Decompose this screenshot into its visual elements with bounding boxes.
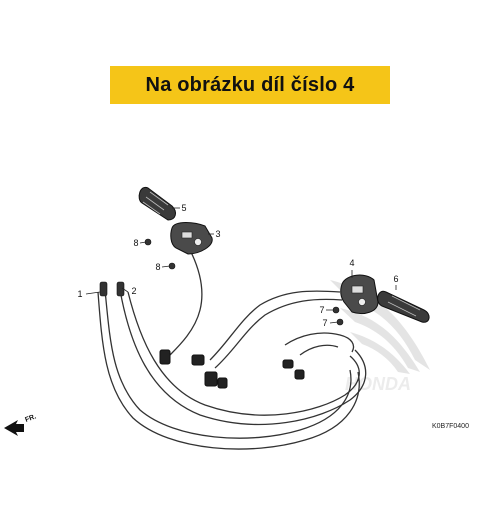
throttle-cable-outer	[104, 289, 352, 439]
callout-4: 4	[349, 258, 354, 268]
right-branch-cable-2	[299, 344, 339, 356]
connector-f	[294, 369, 305, 380]
leader-8b	[161, 265, 171, 268]
right-grip-pattern	[387, 295, 421, 317]
part-number-banner: Na obrázku díl číslo 4	[110, 66, 390, 104]
front-marker: FR.	[4, 413, 37, 436]
callout-2: 2	[131, 286, 136, 296]
leader-7b	[329, 321, 339, 324]
main-harness-inner	[214, 298, 343, 369]
right-switch-body	[340, 274, 379, 315]
right-switch-button	[351, 285, 364, 294]
left-grip-pattern	[142, 191, 169, 215]
leader-8a	[139, 241, 147, 244]
leader-1	[85, 291, 101, 295]
callout-7a: 7	[319, 305, 324, 315]
leader-lines	[85, 207, 397, 324]
left-switch-knob	[194, 238, 202, 246]
callout-8a: 8	[133, 238, 138, 248]
clutch-cable-inner	[127, 291, 360, 416]
connector-b	[191, 354, 205, 366]
left-switch-housing	[170, 222, 213, 255]
cables	[97, 249, 367, 450]
callout-3: 3	[215, 229, 220, 239]
honda-wing-logo	[330, 280, 430, 374]
banner-text: Na obrázku díl číslo 4	[145, 73, 355, 96]
left-grip	[138, 186, 176, 221]
front-arrow-icon	[4, 420, 24, 436]
callout-8b: 8	[155, 262, 160, 272]
right-branch-cable	[284, 332, 355, 353]
right-switch-knob	[358, 298, 366, 306]
right-grip	[377, 290, 430, 323]
connectors	[159, 349, 305, 389]
right-grip-body	[377, 290, 430, 323]
callout-1: 1	[77, 289, 82, 299]
leader-2	[121, 287, 129, 293]
fitting-1	[99, 281, 108, 297]
left-switch-button	[181, 231, 193, 239]
callout-6: 6	[393, 274, 398, 284]
callout-5: 5	[181, 203, 186, 213]
front-marker-text: FR.	[24, 413, 37, 423]
right-switch-housing	[340, 274, 379, 315]
connector-d	[217, 377, 228, 389]
screws	[144, 238, 344, 326]
connector-a	[159, 349, 171, 365]
main-harness	[209, 290, 341, 361]
throttle-cable-inner	[97, 291, 360, 450]
figure-code: K0B7F0400	[432, 423, 469, 430]
left-grip-body	[138, 186, 176, 221]
callout-labels: 1 2 3 4 5 6 7 7 8 8	[77, 203, 398, 328]
connector-c	[204, 371, 218, 387]
clutch-cable-outer	[119, 289, 367, 426]
honda-watermark-text: HONDA	[345, 374, 411, 394]
left-switch-harness	[169, 249, 203, 356]
callout-7b: 7	[322, 318, 327, 328]
connector-e	[282, 359, 294, 369]
cable-fittings	[99, 281, 125, 297]
